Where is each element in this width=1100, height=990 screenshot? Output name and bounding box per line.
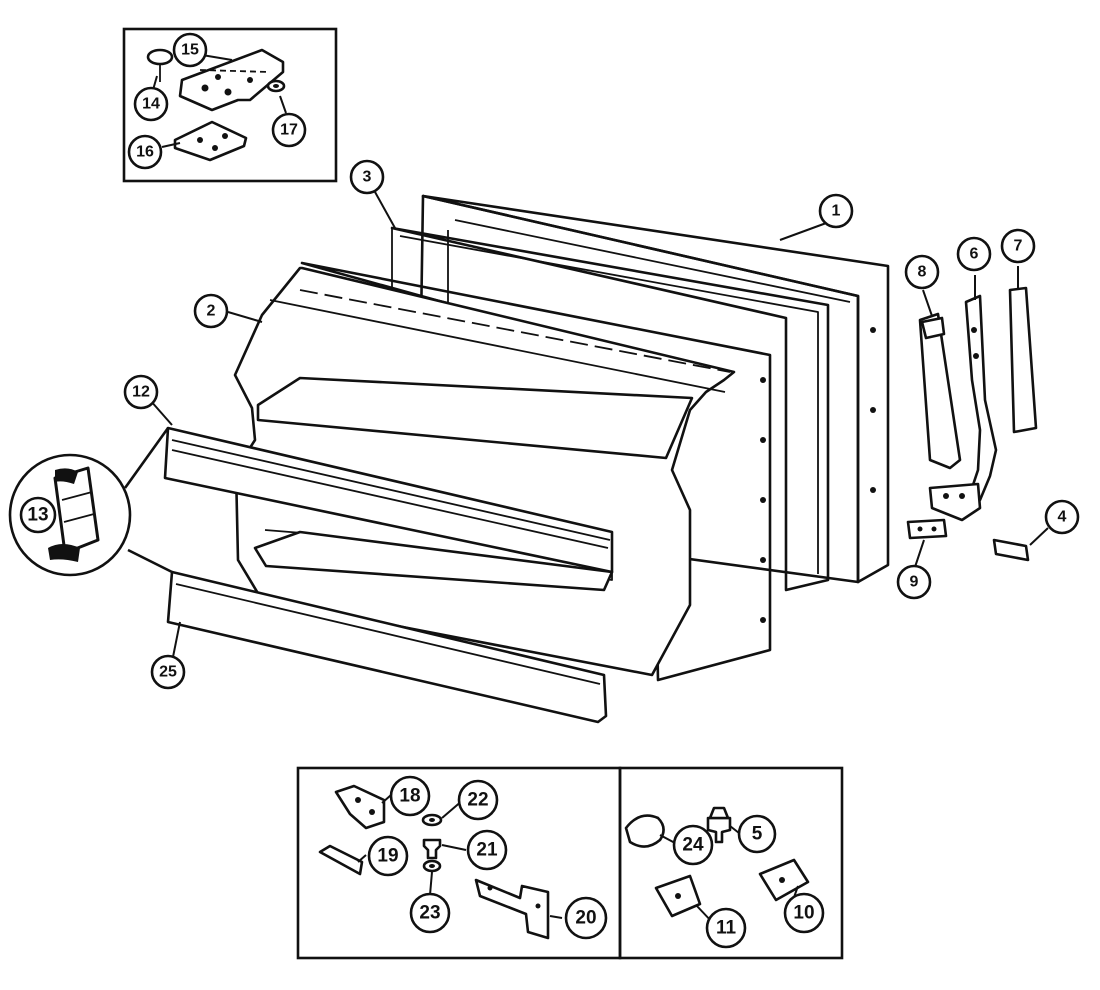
callout-22: 22: [457, 779, 499, 821]
callout-number: 2: [207, 303, 216, 320]
callout-circle: [564, 896, 608, 940]
callout-number: 15: [181, 42, 199, 59]
handle-end-cap: [992, 538, 1030, 562]
door-assembly: [8, 191, 1049, 724]
callout-number: 18: [399, 786, 420, 807]
hinge-plate: [178, 48, 285, 112]
callout-number: 1: [832, 203, 841, 220]
callout-14: 14: [133, 86, 169, 122]
callout-17: 17: [271, 112, 307, 148]
callout-number: 25: [159, 664, 177, 681]
cam-19: [318, 844, 364, 876]
callout-2: 2: [193, 293, 229, 329]
callout-circle: [672, 824, 714, 866]
callout-number: 21: [476, 840, 498, 861]
callout-circle: [271, 112, 307, 148]
callout-circle: [457, 779, 499, 821]
callout-16: 16: [127, 134, 163, 170]
shelf-end-cap-detail: [8, 427, 173, 577]
callout-6: 6: [956, 236, 992, 272]
handle-bracket: [964, 294, 998, 502]
callout-circle: [127, 134, 163, 170]
callout-circle: [705, 907, 747, 949]
callout-circle: [193, 293, 229, 329]
hinge-screw: [146, 48, 174, 66]
callout-circle: [19, 496, 57, 534]
callout-number: 12: [132, 384, 150, 401]
callout-number: 10: [793, 903, 814, 924]
callout-18: 18: [389, 775, 431, 817]
callout-circle: [389, 775, 431, 817]
callout-9: 9: [896, 564, 932, 600]
handle-trim: [1008, 286, 1038, 434]
callout-circle: [1044, 499, 1080, 535]
callout-circle: [172, 32, 208, 68]
callout-circle: [737, 814, 777, 854]
callout-number: 9: [910, 574, 919, 591]
inset-hardware-left: [296, 766, 622, 960]
callout-circle: [956, 236, 992, 272]
handle-parts: [906, 286, 1038, 562]
callout-number: 8: [918, 264, 927, 281]
callout-number: 14: [142, 96, 160, 113]
callout-24: 24: [672, 824, 714, 866]
callout-circle: [904, 254, 940, 290]
callout-circle: [783, 892, 825, 934]
callout-number: 11: [716, 918, 737, 939]
callout-circle: [349, 159, 385, 195]
callout-11: 11: [705, 907, 747, 949]
callout-15: 15: [172, 32, 208, 68]
callout-circle: [1000, 228, 1036, 264]
callout-number: 13: [27, 505, 48, 526]
plug-button-24: [624, 814, 665, 848]
callout-circle: [367, 835, 409, 877]
callout-10: 10: [783, 892, 825, 934]
callout-23: 23: [409, 892, 451, 934]
hinge-bracket-18: [334, 784, 386, 830]
callout-number: 24: [682, 835, 704, 856]
callout-number: 3: [363, 169, 372, 186]
callout-number: 22: [467, 790, 488, 811]
callout-number: 4: [1058, 509, 1067, 526]
callout-3: 3: [349, 159, 385, 195]
callout-number: 19: [377, 846, 398, 867]
callout-circle: [150, 654, 186, 690]
callout-circle: [409, 892, 451, 934]
callout-19: 19: [367, 835, 409, 877]
hinge-20: [474, 878, 550, 940]
hinge-shim: [173, 120, 248, 162]
callout-8: 8: [904, 254, 940, 290]
inset-hardware-right: [618, 766, 844, 960]
callout-number: 23: [419, 903, 440, 924]
callout-circle: [896, 564, 932, 600]
callout-4: 4: [1044, 499, 1080, 535]
callout-circle: [133, 86, 169, 122]
callout-circle: [466, 829, 508, 871]
handle-cover: [918, 312, 962, 470]
callout-number: 7: [1014, 238, 1023, 255]
callout-number: 16: [136, 144, 154, 161]
pin-21: [422, 838, 442, 860]
callout-circle: [818, 193, 854, 229]
callout-circle: [123, 374, 159, 410]
callout-13: 13: [19, 496, 57, 534]
door-shelf-bar-upper: [163, 426, 614, 574]
callout-number: 6: [970, 246, 979, 263]
callout-25: 25: [150, 654, 186, 690]
screw-5: [706, 816, 732, 844]
callout-number: 5: [752, 824, 763, 845]
callout-1: 1: [818, 193, 854, 229]
callout-number: 17: [280, 122, 298, 139]
callout-20: 20: [564, 896, 608, 940]
callout-21: 21: [466, 829, 508, 871]
callout-number: 20: [575, 908, 596, 929]
callout-5: 5: [737, 814, 777, 854]
callout-7: 7: [1000, 228, 1036, 264]
door-liner: [233, 261, 772, 682]
inset-hinge-parts: [122, 27, 338, 183]
callout-12: 12: [123, 374, 159, 410]
door-shelf-bar-lower: [166, 570, 608, 724]
